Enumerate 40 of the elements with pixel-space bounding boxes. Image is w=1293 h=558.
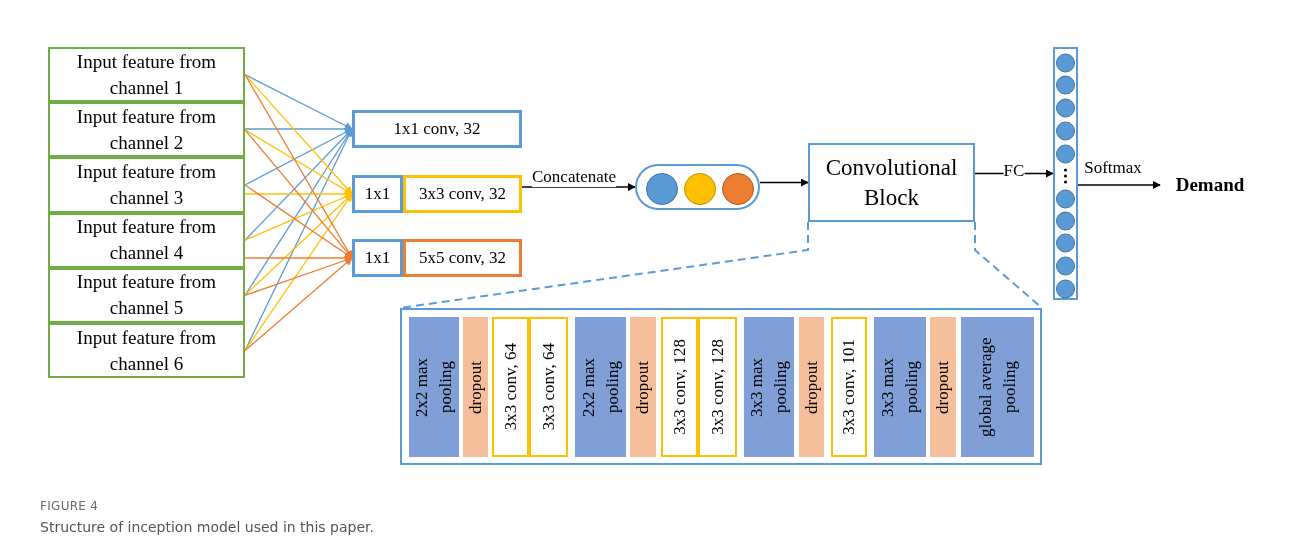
output-vector <box>1053 47 1078 300</box>
input-box: Input feature from channel 3 <box>48 157 245 213</box>
block-box: Convolutional Block <box>808 143 975 222</box>
dropout-layer: dropout <box>799 317 824 457</box>
conv-layer: 3x3 conv, 128 <box>698 317 737 457</box>
dropout-layer: dropout <box>630 317 656 457</box>
conv-box: 1x1 <box>352 175 403 213</box>
conv-layer: 3x3 conv, 128 <box>661 317 698 457</box>
arrow <box>759 178 809 187</box>
conv-box: 3x3 conv, 32 <box>403 175 522 213</box>
arrow <box>244 257 353 352</box>
conv-box: 5x5 conv, 32 <box>403 239 522 277</box>
input-box: Input feature from channel 2 <box>48 102 245 158</box>
arrow <box>1077 181 1161 189</box>
pooling-layer: 3x3 max pooling <box>744 317 794 457</box>
arrow <box>244 73 353 195</box>
conv-layer: 3x3 conv, 64 <box>492 317 529 457</box>
pooling-layer: 2x2 max pooling <box>575 317 626 457</box>
concatenation-pill <box>635 164 760 210</box>
block-detail-panel <box>400 308 1042 465</box>
pooling-layer: global average pooling <box>961 317 1034 457</box>
figure-number: FIGURE 4 <box>40 498 99 515</box>
dropout-layer: dropout <box>463 317 488 457</box>
input-box: Input feature from channel 4 <box>48 212 245 268</box>
caption: Structure of inception model used in this paper. <box>40 518 374 537</box>
arrow <box>244 73 353 130</box>
pooling-layer: 3x3 max pooling <box>874 317 926 457</box>
arrow <box>974 169 1054 178</box>
arrow <box>521 183 636 191</box>
conv-box: 1x1 conv, 32 <box>352 110 522 148</box>
conv-layer: 3x3 conv, 64 <box>529 317 568 457</box>
pooling-layer: 2x2 max pooling <box>409 317 459 457</box>
output-text: Demand <box>1160 172 1260 198</box>
input-box: Input feature from channel 6 <box>48 323 245 379</box>
arrow <box>244 193 353 297</box>
input-box: Input feature from channel 5 <box>48 267 245 323</box>
conv-box: 1x1 <box>352 239 403 277</box>
input-box: Input feature from channel 1 <box>48 47 245 103</box>
conv-layer: 3x3 conv, 101 <box>831 317 867 457</box>
dropout-layer: dropout <box>930 317 956 457</box>
